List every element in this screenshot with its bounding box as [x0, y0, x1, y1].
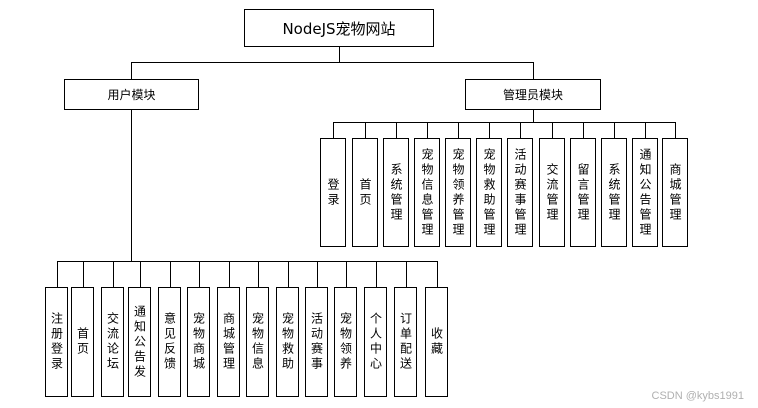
admin-module-connector-line	[533, 62, 534, 79]
root-connector-line	[339, 47, 340, 62]
user-leaf-label: 交流论坛	[105, 312, 120, 372]
user-leaf-label: 个人中心	[368, 312, 383, 372]
admin-leaf-connector-line	[552, 122, 553, 138]
user-leaf-node: 宠物商城	[187, 287, 210, 397]
user-module-node: 用户模块	[64, 79, 199, 110]
admin-leaf-connector-line	[583, 122, 584, 138]
user-leaf-node: 首页	[71, 287, 94, 397]
admin-leaf-connector-line	[645, 122, 646, 138]
admin-leaf-connector-line	[614, 122, 615, 138]
admin-leaf-label: 系统管理	[389, 162, 403, 223]
admin-leaf-label: 首页	[358, 177, 372, 208]
user-bus-line	[56, 261, 438, 262]
admin-leaf-connector-line	[427, 122, 428, 138]
user-leaf-connector-line	[375, 261, 377, 287]
admin-leaf-label: 系统管理	[607, 162, 621, 223]
admin-leaf-connector-line	[458, 122, 459, 138]
user-leaf-node: 意见反馈	[158, 287, 181, 397]
admin-leaf-label: 登录	[326, 177, 340, 208]
user-leaf-label: 宠物信息	[250, 312, 265, 372]
admin-leaf-node: 宠物信息管理	[414, 138, 440, 247]
root-node: NodeJS宠物网站	[244, 9, 434, 47]
admin-leaf-label: 留言管理	[576, 162, 590, 223]
admin-leaf-label: 宠物救助管理	[482, 147, 496, 238]
user-leaf-label: 首页	[75, 327, 90, 357]
user-leaf-label: 宠物商城	[191, 312, 206, 372]
user-leaf-connector-line	[257, 261, 259, 287]
user-leaf-label: 商城管理	[221, 312, 236, 372]
user-leaf-label: 意见反馈	[162, 312, 177, 372]
admin-leaf-node: 通知公告管理	[632, 138, 658, 247]
admin-leaf-node: 交流管理	[539, 138, 565, 247]
admin-leaf-node: 留言管理	[570, 138, 596, 247]
user-leaf-node: 注册登录	[45, 287, 68, 397]
admin-trunk-line	[533, 110, 534, 122]
user-leaf-node: 收藏	[425, 287, 448, 397]
user-leaf-connector-line	[228, 261, 230, 287]
admin-leaf-label: 宠物领养管理	[451, 147, 465, 238]
user-leaf-connector-line	[198, 261, 200, 287]
user-leaf-node: 商城管理	[217, 287, 240, 397]
user-leaf-connector-line	[436, 261, 438, 287]
user-leaf-label: 注册登录	[49, 312, 64, 372]
admin-module-label: 管理员模块	[502, 88, 563, 102]
user-leaf-node: 宠物领养	[334, 287, 357, 397]
user-leaf-label: 通知公告发	[132, 304, 147, 380]
admin-leaf-node: 系统管理	[601, 138, 627, 247]
user-leaf-connector-line	[112, 261, 114, 287]
user-leaf-node: 宠物救助	[276, 287, 299, 397]
user-leaf-node: 个人中心	[364, 287, 387, 397]
user-leaf-node: 订单配送	[394, 287, 417, 397]
user-module-connector-line	[131, 62, 132, 79]
user-leaf-label: 宠物领养	[338, 312, 353, 372]
admin-leaf-node: 活动赛事管理	[507, 138, 533, 247]
admin-bus-line	[333, 122, 676, 123]
admin-leaf-connector-line	[520, 122, 521, 138]
user-leaf-label: 宠物救助	[280, 312, 295, 372]
admin-leaf-label: 通知公告管理	[638, 147, 652, 238]
user-leaf-label: 活动赛事	[309, 312, 324, 372]
admin-leaf-node: 宠物领养管理	[445, 138, 471, 247]
admin-leaf-node: 登录	[320, 138, 346, 247]
user-leaf-label: 收藏	[429, 327, 444, 357]
user-leaf-node: 交流论坛	[101, 287, 124, 397]
admin-leaf-label: 活动赛事管理	[513, 147, 527, 238]
admin-leaf-connector-line	[365, 122, 366, 138]
admin-leaf-connector-line	[675, 122, 676, 138]
user-leaf-connector-line	[56, 261, 58, 287]
user-leaf-connector-line	[345, 261, 347, 287]
admin-leaf-node: 宠物救助管理	[476, 138, 502, 247]
admin-leaf-label: 交流管理	[545, 162, 559, 223]
user-leaf-node: 通知公告发	[128, 287, 151, 397]
admin-leaf-node: 商城管理	[662, 138, 688, 247]
user-leaf-label: 订单配送	[398, 312, 413, 372]
user-trunk-line	[131, 110, 132, 261]
user-leaf-connector-line	[169, 261, 171, 287]
root-label: NodeJS宠物网站	[282, 19, 396, 38]
user-leaf-connector-line	[405, 261, 407, 287]
admin-leaf-label: 商城管理	[668, 162, 682, 223]
admin-leaf-connector-line	[489, 122, 490, 138]
user-leaf-node: 活动赛事	[305, 287, 328, 397]
admin-leaf-label: 宠物信息管理	[420, 147, 434, 238]
admin-leaf-node: 首页	[352, 138, 378, 247]
user-leaf-node: 宠物信息	[246, 287, 269, 397]
module-bus-line	[131, 62, 533, 63]
admin-leaf-connector-line	[333, 122, 334, 138]
user-leaf-connector-line	[316, 261, 318, 287]
admin-module-node: 管理员模块	[465, 79, 601, 110]
user-leaf-connector-line	[82, 261, 84, 287]
admin-leaf-node: 系统管理	[383, 138, 409, 247]
user-leaf-connector-line	[287, 261, 289, 287]
admin-leaf-connector-line	[396, 122, 397, 138]
user-leaf-connector-line	[139, 261, 141, 287]
watermark: CSDN @kybs1991	[651, 390, 744, 402]
user-module-label: 用户模块	[107, 88, 156, 102]
